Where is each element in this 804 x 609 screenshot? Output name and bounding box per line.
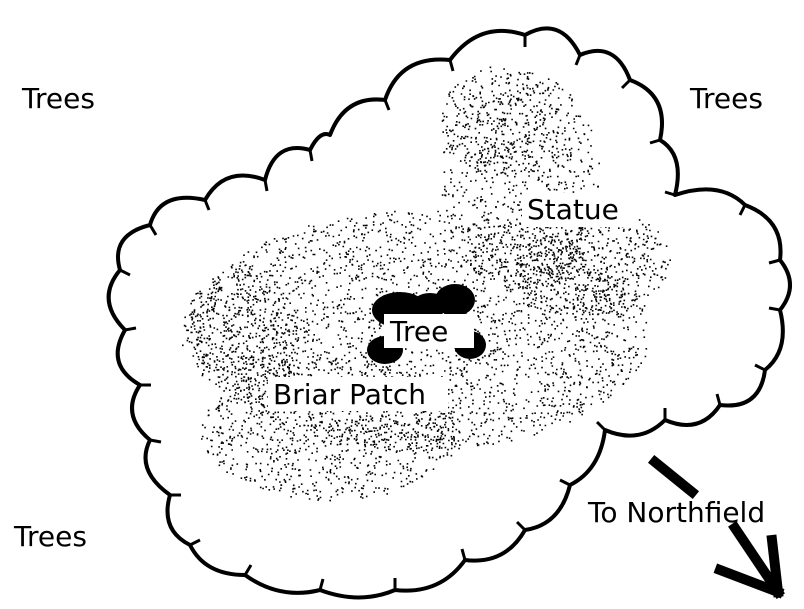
boundary-ticks [119,35,781,591]
northfield-arrow-icon [647,454,785,599]
tree-label: Tree [389,315,448,348]
trees-label-top-right: Trees [689,82,763,115]
stipple-dots [182,66,671,502]
clearing-boundary [106,26,792,600]
to-northfield-label: To Northfield [587,496,765,529]
trees-label-top-left: Trees [21,82,95,115]
statue-label-bg [522,193,638,227]
trees-label-bottom-left: Trees [13,520,87,553]
briar-label-bg [268,377,448,411]
briar-patch-stipple [182,66,671,502]
briar-patch-label: Briar Patch [273,378,426,411]
tree-label-bg [384,314,474,348]
statue-label: Statue [527,193,619,226]
